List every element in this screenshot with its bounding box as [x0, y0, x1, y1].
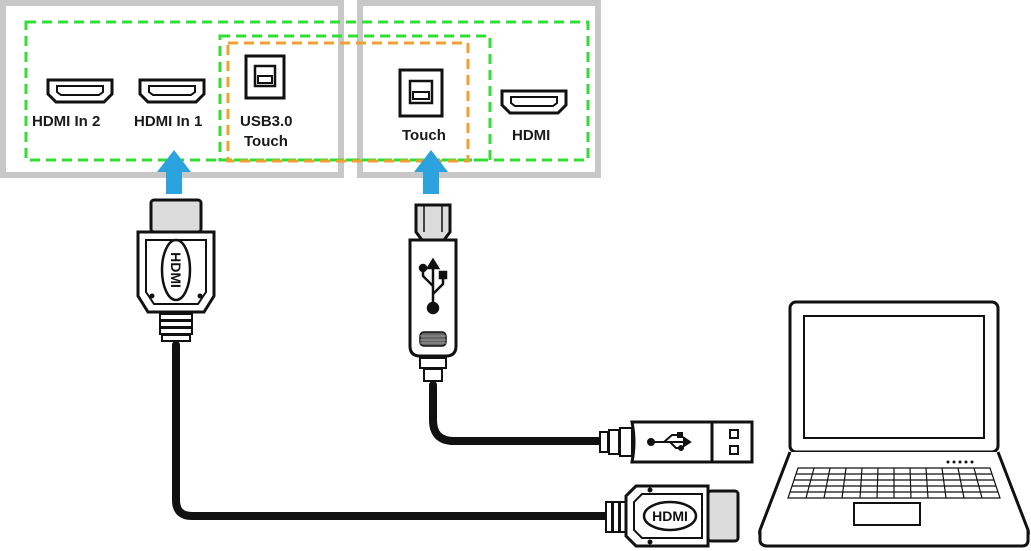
hdmi-port-icon [500, 89, 568, 115]
hdmi-cable [172, 341, 610, 520]
hdmi-port-icon [46, 78, 114, 104]
usb-a-plug [599, 420, 754, 464]
orange-group-touch [226, 41, 470, 163]
usb-b-port-icon [398, 68, 444, 118]
label-hdmi-in-2: HDMI In 2 [32, 113, 100, 130]
usb-cable [429, 381, 604, 445]
right-panel [357, 0, 601, 178]
hdmi-plug: HDMI [136, 198, 216, 342]
label-usb30-touch: Touch [244, 133, 288, 150]
usb-trident-icon [647, 432, 692, 451]
keyboard [787, 467, 1001, 499]
cables [172, 341, 610, 520]
arrow-up-icon [157, 150, 191, 194]
hdmi-logo-vertical: HDMI [168, 252, 184, 288]
arrow-up-icon [414, 150, 448, 194]
hdmi-plug-horizontal: HDMI [605, 484, 740, 548]
label-usb30: USB3.0 [240, 113, 293, 130]
hdmi-port-icon [138, 78, 206, 104]
port-groups [24, 20, 590, 163]
usb-b-plug [408, 203, 458, 382]
hdmi-logo-text-vertical: HDMI [168, 252, 184, 288]
usb-trident-icon [418, 257, 448, 315]
hdmi-logo-text: HDMI [652, 508, 688, 524]
label-touch: Touch [402, 127, 446, 144]
label-hdmi-in-1: HDMI In 1 [134, 113, 202, 130]
usb-b-port-icon [244, 54, 286, 100]
label-hdmi: HDMI [512, 127, 550, 144]
laptop-icon [758, 300, 1030, 548]
